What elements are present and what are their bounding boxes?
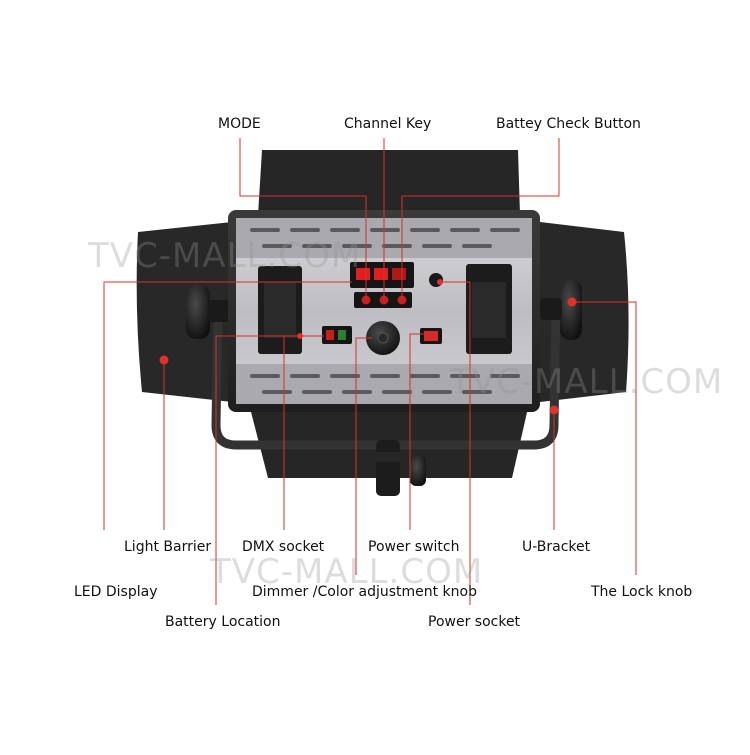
leader-lines	[103, 138, 637, 605]
left-lock-knob-shape	[186, 285, 210, 339]
label-battery-location: Battery Location	[165, 614, 281, 630]
mount-spigot	[376, 440, 400, 496]
panel-face	[236, 218, 532, 404]
label-power-switch: Power switch	[368, 539, 460, 555]
watermark-right: TVC-MALL.COM	[450, 362, 724, 402]
top-barn-door	[258, 150, 520, 215]
left-barn-door	[136, 222, 232, 402]
label-battery-check: Battey Check Button	[496, 116, 641, 132]
label-led-display: LED Display	[74, 584, 158, 600]
label-channel-key: Channel Key	[344, 116, 432, 132]
watermark-bottom: TVC-MALL.COM	[210, 552, 484, 592]
label-dimmer-knob: Dimmer /Color adjustment knob	[252, 584, 477, 600]
label-power-socket: Power socket	[428, 614, 521, 630]
right-lock-knob-shape	[560, 280, 582, 340]
watermark-top: TVC-MALL.COM	[88, 236, 362, 276]
label-dmx-socket: DMX socket	[242, 539, 325, 555]
label-light-barrier: Light Barrier	[124, 539, 212, 555]
callout-markers	[159, 279, 577, 415]
mount-lock-screw	[410, 456, 426, 486]
label-mode: MODE	[218, 116, 261, 132]
right-barn-door	[540, 222, 629, 402]
label-lock-knob: The Lock knob	[591, 584, 693, 600]
label-u-bracket: U-Bracket	[522, 539, 591, 555]
